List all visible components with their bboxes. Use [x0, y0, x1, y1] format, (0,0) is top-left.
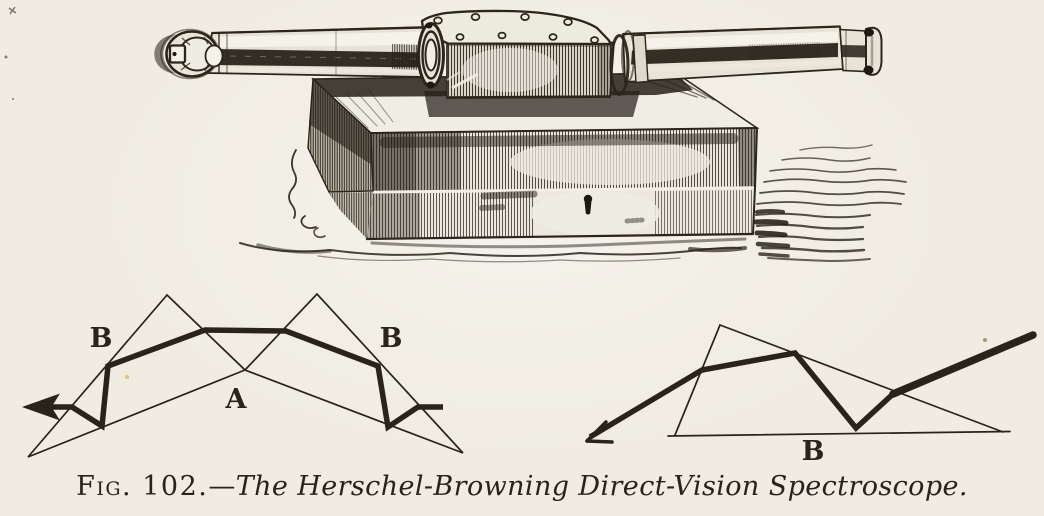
eyepiece-cap [154, 28, 224, 80]
caption-separator: — [208, 471, 236, 502]
telescope-tube-right [622, 25, 883, 84]
prism-label-b-left: B [90, 323, 113, 354]
paper-specks [4, 6, 987, 380]
prism-housing [417, 9, 635, 99]
housing-right-collar [609, 30, 635, 96]
housing-left-collar [417, 22, 445, 89]
ray-path [588, 350, 895, 440]
left-ray-diagram: B A B [22, 292, 464, 458]
housing-top-plate [420, 9, 613, 46]
keyhole [583, 194, 593, 215]
ray-path [34, 327, 443, 432]
prism-outlines [27, 292, 464, 458]
prism-label-a: A [225, 384, 248, 415]
tube-collar [632, 34, 649, 84]
wooden-case [307, 72, 760, 241]
telescope-tube-left [204, 26, 426, 78]
ground-shadow [239, 144, 907, 263]
arrowhead [22, 393, 60, 421]
prism-label-b: B [802, 436, 825, 467]
flared-rim [865, 26, 883, 76]
cap-boss [204, 44, 224, 68]
threaded-section [392, 44, 424, 70]
arrowhead [585, 420, 614, 444]
figure-number: Fig. 102. [76, 471, 209, 502]
right-shadow-scribbles [753, 144, 907, 263]
figure-title: The Herschel-Browning Direct-Vision Spec… [235, 471, 968, 502]
right-ray-diagram: B [585, 324, 1037, 467]
prism-outline [667, 324, 1011, 437]
figure-caption: Fig. 102.—The Herschel-Browning Direct-V… [0, 471, 1044, 502]
rivets [433, 13, 599, 44]
aperture-slot [168, 44, 187, 64]
incident-beam [889, 331, 1037, 398]
prism-label-b-right: B [380, 323, 403, 354]
